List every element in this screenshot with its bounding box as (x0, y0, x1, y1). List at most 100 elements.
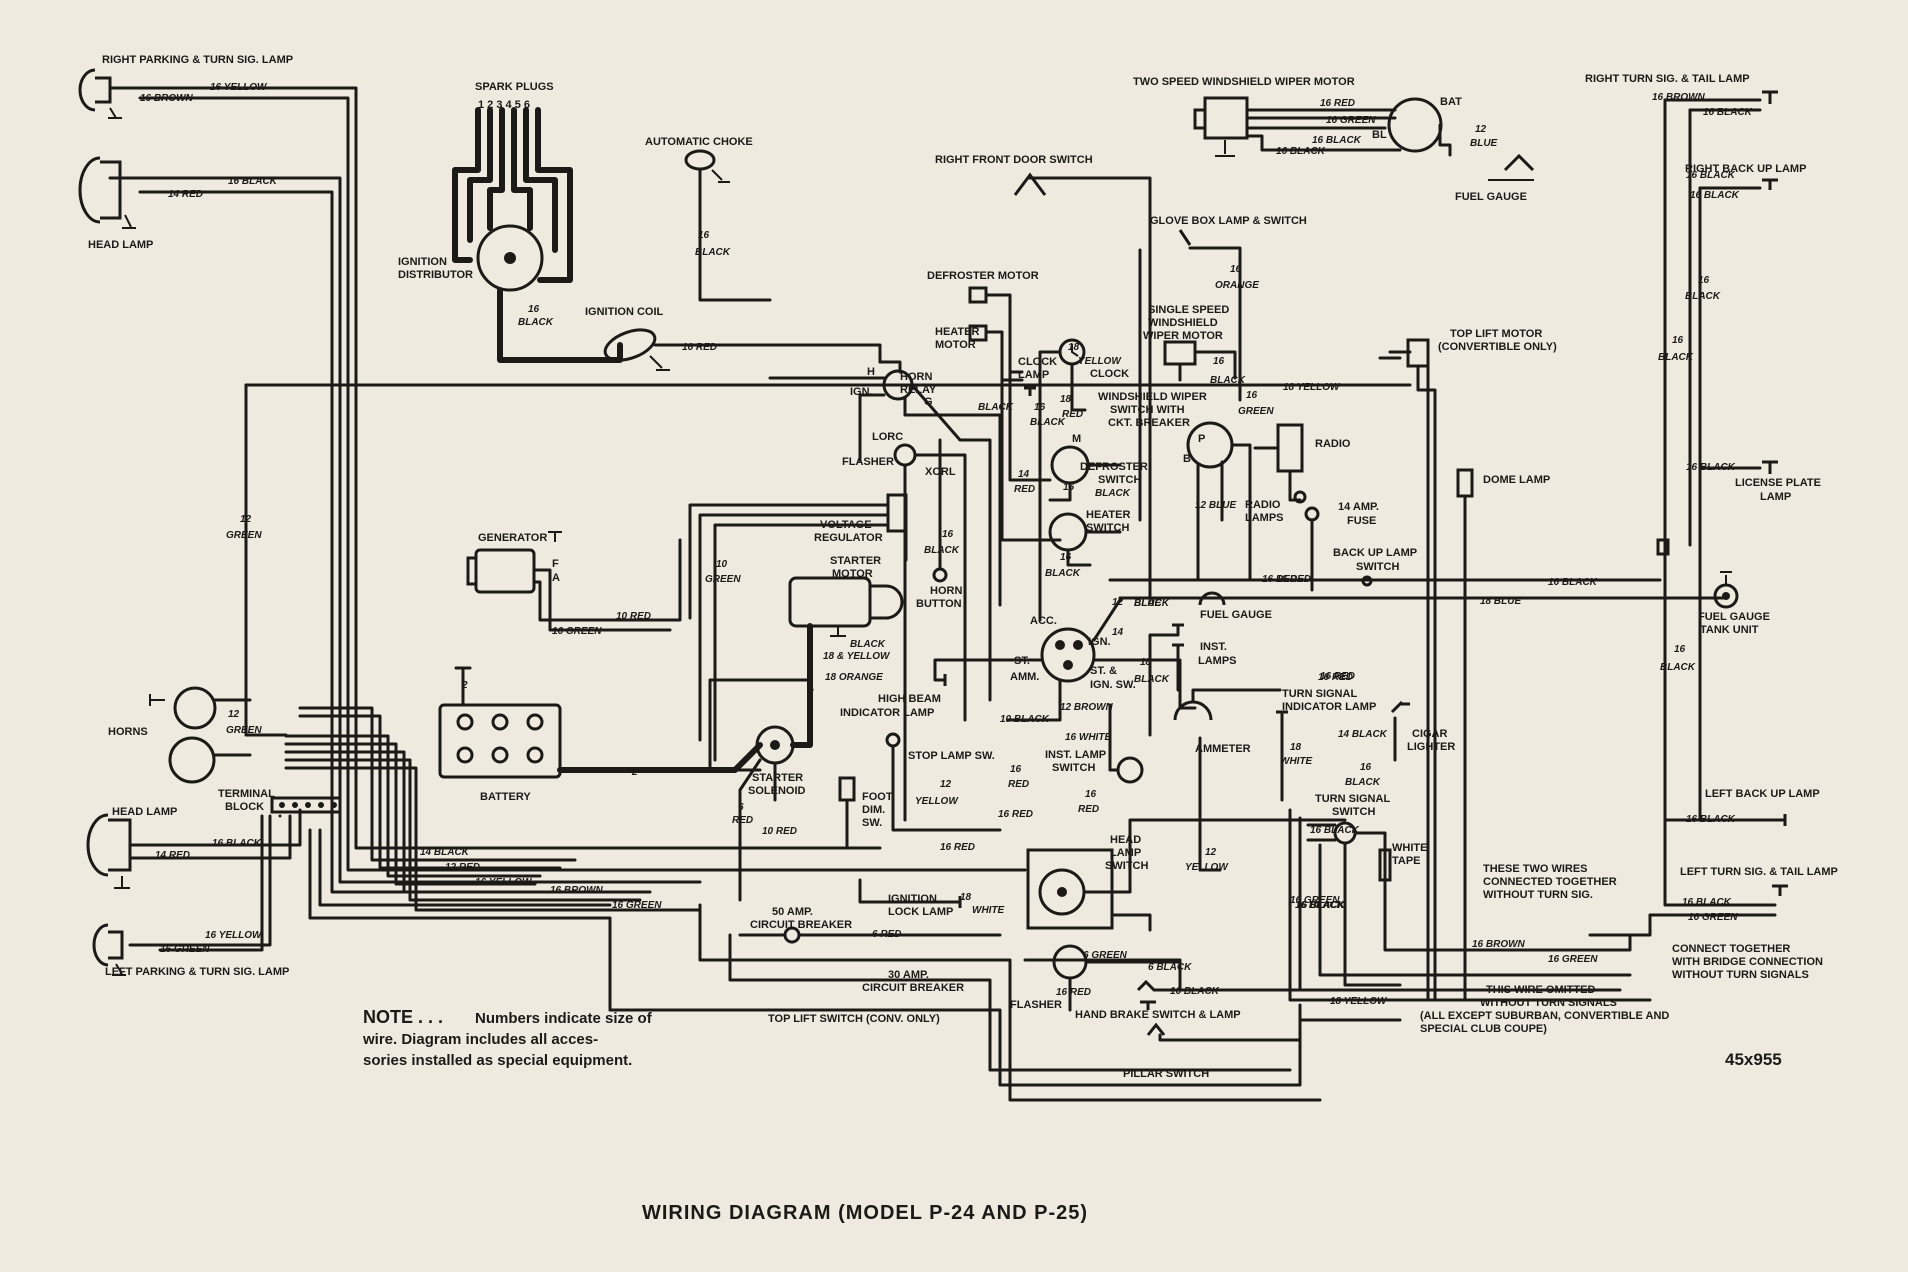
wire-label: 16 BLACK (1682, 897, 1732, 908)
wire-label: BLACK (1045, 568, 1081, 579)
wire-label: 16 YELLOW (205, 930, 263, 941)
label-ign-term: IGN. (850, 386, 873, 398)
label-horn-button-2: BUTTON (916, 598, 962, 610)
wire-label: 16 RED (1320, 671, 1355, 682)
label-foot-dim-3: SW. (862, 817, 882, 829)
wire-label: 16 RED (1318, 672, 1353, 683)
wire-label: 16 BLACK (1686, 170, 1736, 181)
ignition-coil (603, 328, 882, 371)
wire-label: 16 (1360, 762, 1372, 773)
note-line-2: wire. Diagram includes all acces- (362, 1031, 598, 1048)
wire-label: 16 BROWN (1472, 939, 1526, 950)
hand-brake-switch (1136, 979, 1202, 1010)
wire-label: 16 BLACK (1690, 190, 1740, 201)
label-fuel-gauge-mid: FUEL GAUGE (1200, 609, 1272, 621)
wire-label: BLACK (1095, 488, 1131, 499)
label-voltage-regulator-1: VOLTAGE (820, 519, 872, 531)
wire-label: 16 BLACK (1276, 146, 1326, 157)
label-heater-switch-1: HEATER (1086, 509, 1130, 521)
label-connect-bridge-1: CONNECT TOGETHER (1672, 943, 1790, 955)
label-term-m: M (1072, 433, 1081, 445)
label-head-lamp-right: HEAD LAMP (88, 239, 153, 251)
wire-label: WHITE (1280, 756, 1313, 767)
label-defroster-switch-1: DEFROSTER (1080, 461, 1148, 473)
wire-label: 16 (942, 529, 954, 540)
wire-label: 12 (940, 779, 952, 790)
pillar-switch (1146, 1003, 1302, 1042)
wire-label: BLACK (1134, 674, 1170, 685)
wire-label: 10 BLACK (1000, 714, 1050, 725)
inst-lamp-switch (1108, 703, 1144, 784)
clock (1024, 338, 1087, 622)
label-bat: BAT (1440, 96, 1462, 108)
foot-dimmer-switch (838, 776, 856, 850)
wire-label: 18 YELLOW (1283, 382, 1341, 393)
wire-label: 2 (807, 687, 814, 698)
label-acc: ACC. (1030, 615, 1057, 627)
two-speed-wiper-motor (1193, 96, 1452, 157)
label-top-lift-motor-1: TOP LIFT MOTOR (1450, 328, 1542, 340)
label-back-up-switch-2: SWITCH (1356, 561, 1399, 573)
label-starter-motor-2: MOTOR (832, 568, 873, 580)
high-beam-lamp (935, 674, 947, 686)
label-left-parking: LEFT PARKING & TURN SIG. LAMP (105, 966, 289, 978)
wire-label: 12 (240, 514, 252, 525)
label-radio-lamps-1: RADIO (1245, 499, 1281, 511)
wire-label: 16 (698, 230, 710, 241)
wire-label: 16 BLACK (228, 176, 278, 187)
wire-label: 12 (1112, 597, 1124, 608)
label-hand-brake: HAND BRAKE SWITCH & LAMP (1075, 1009, 1241, 1021)
label-horn-button-1: HORN (930, 585, 962, 597)
wire-label: BLACK (1345, 777, 1381, 788)
circuit-breaker-30 (1052, 944, 1182, 1012)
label-radio-lamps-2: LAMPS (1245, 512, 1284, 524)
label-omitted-1: THIS WIRE OMITTED (1486, 984, 1595, 996)
wire-label: 18 ORANGE (825, 672, 883, 683)
label-right-back-up: RIGHT BACK UP LAMP (1685, 163, 1806, 175)
label-top-lift-motor-2: (CONVERTIBLE ONLY) (1438, 341, 1557, 353)
wire-label: GREEN (1238, 406, 1274, 417)
distributor-cap-icon (476, 224, 544, 292)
wire-label: 16 BLACK (1686, 814, 1736, 825)
label-omitted-4: SPECIAL CLUB COUPE) (1420, 1023, 1547, 1035)
wire-label: 16 (1674, 644, 1686, 655)
wire-label: 12 (1475, 124, 1487, 135)
wire-label: 16 GREEN (1688, 912, 1738, 923)
label-ammeter: AMMETER (1195, 743, 1251, 755)
label-spark-plugs: SPARK PLUGS (475, 81, 554, 93)
label-clock-lamp-1: CLOCK (1018, 356, 1057, 368)
wire-label: 6 RED (872, 929, 901, 940)
label-term-bl: BL (1372, 129, 1387, 141)
label-top-lift-switch: TOP LIFT SWITCH (CONV. ONLY) (768, 1013, 940, 1025)
wire-label: GREEN (705, 574, 741, 585)
label-fuel-gauge-top: FUEL GAUGE (1455, 191, 1527, 203)
label-omitted-2: WITHOUT TURN SIGNALS (1480, 997, 1617, 1009)
label-connected-2: CONNECTED TOGETHER (1483, 876, 1617, 888)
wire-label: 16 GREEN (1548, 954, 1598, 965)
wire-label: RED (1078, 804, 1099, 815)
wire-label: 16 BLACK (1312, 135, 1362, 146)
note-line-3: sories installed as special equipment. (363, 1052, 632, 1069)
wire-label: BLUE (1134, 598, 1162, 609)
wire-label: 16 BLACK (1548, 577, 1598, 588)
label-battery: BATTERY (480, 791, 531, 803)
label-starter-motor-1: STARTER (830, 555, 881, 567)
label-heater-motor-1: HEATER (935, 326, 979, 338)
label-term-b: B (1183, 453, 1191, 465)
wire-label: 18 (1290, 742, 1302, 753)
label-flasher: FLASHER (842, 456, 894, 468)
label-term-a: A (552, 572, 560, 584)
wire-label: 16 YELLOW (475, 877, 533, 888)
label-cigar-1: CIGAR (1412, 728, 1448, 740)
inst-lamps (1148, 623, 1184, 737)
wire-label: 16 BLACK (1295, 900, 1345, 911)
horn-relay (768, 360, 1002, 702)
label-door-switch: RIGHT FRONT DOOR SWITCH (935, 154, 1093, 166)
label-distributor-2: DISTRIBUTOR (398, 269, 473, 281)
label-cb50-2: CIRCUIT BREAKER (750, 919, 852, 931)
wire-label: 16 BROWN (140, 93, 194, 104)
wire-label: 16 BLACK (1296, 900, 1346, 911)
label-starter-solenoid-2: SOLENOID (748, 785, 806, 797)
label-single-speed-2: WINDSHIELD (1148, 317, 1218, 329)
wire-label: RED (1062, 409, 1083, 420)
